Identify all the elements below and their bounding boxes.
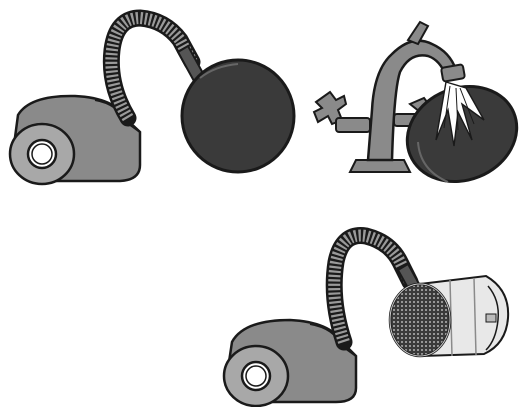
cylinder-filter-icon: [390, 276, 508, 356]
panel-rinse-filter-under-tap: [314, 22, 520, 198]
panel-vacuum-cylinder-filter: [224, 236, 508, 406]
panel-vacuum-filter-disc: [10, 18, 294, 184]
filter-disc-icon: [182, 60, 294, 172]
